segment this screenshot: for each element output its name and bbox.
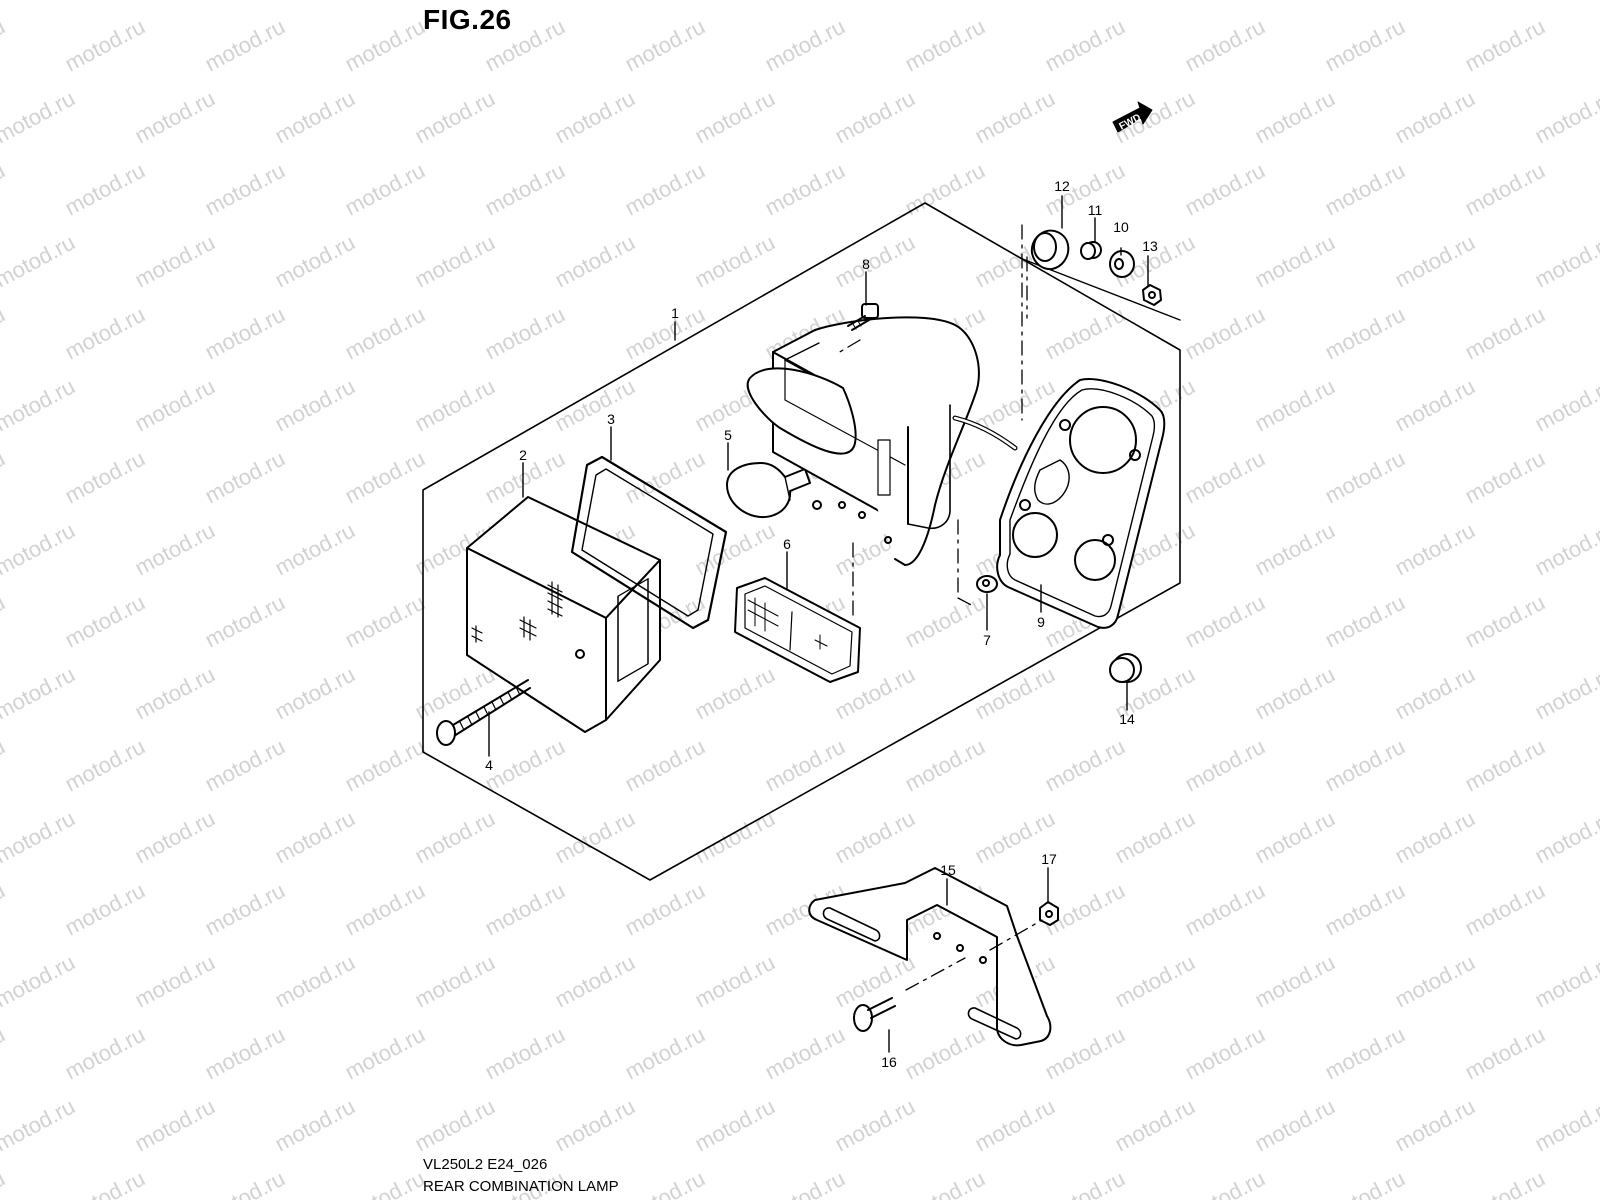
callout-10: 10 [1113,219,1129,235]
part-nut-7 [976,575,998,593]
dashed-guides [837,224,1043,991]
callout-4: 4 [485,757,493,773]
part-spacer-11 [1080,241,1102,260]
part-nut-13 [1142,284,1162,306]
callout-13: 13 [1142,238,1158,254]
part-housing [746,316,1018,566]
assembly-outline [422,202,1181,881]
part-plate [996,378,1166,629]
part-screw-16 [853,997,896,1032]
callout-3: 3 [607,411,615,427]
callout-2: 2 [519,447,527,463]
callout-9: 9 [1037,614,1045,630]
part-gasket [570,455,728,630]
callout-5: 5 [724,427,732,443]
part-bulb [726,462,811,518]
part-bolt-8 [847,303,879,331]
figure-title: FIG.26 [423,4,512,35]
callout-7: 7 [983,632,991,648]
fwd-arrow-badge: FWD [1112,101,1153,133]
part-washer-10 [1109,250,1135,278]
part-grommet-14 [1109,653,1142,683]
part-bracket-15 [808,867,1052,1047]
figure-name: REAR COMBINATION LAMP [423,1178,619,1195]
callout-11: 11 [1088,202,1103,218]
part-nut-17 [1039,901,1059,926]
part-reflector [734,577,861,683]
callout-14: 14 [1119,711,1135,727]
callout-17: 17 [1041,851,1057,867]
part-screw [436,679,531,746]
fwd-arrow-label: FWD [1117,112,1142,132]
part-grommet-12 [1030,229,1070,271]
watermark-text: motod.ru [0,1166,9,1200]
callout-8: 8 [862,256,870,272]
leader-lines [488,195,1149,1053]
callout-1: 1 [671,305,679,321]
figure-code: VL250L2 E24_026 [423,1156,548,1173]
part-lens [466,496,661,733]
callout-15: 15 [940,862,956,878]
callout-12: 12 [1054,178,1070,194]
callout-6: 6 [783,536,791,552]
callout-labels: 1 2 3 4 5 6 7 8 9 10 11 12 13 14 15 16 1… [485,178,1158,1070]
callout-16: 16 [881,1054,897,1070]
